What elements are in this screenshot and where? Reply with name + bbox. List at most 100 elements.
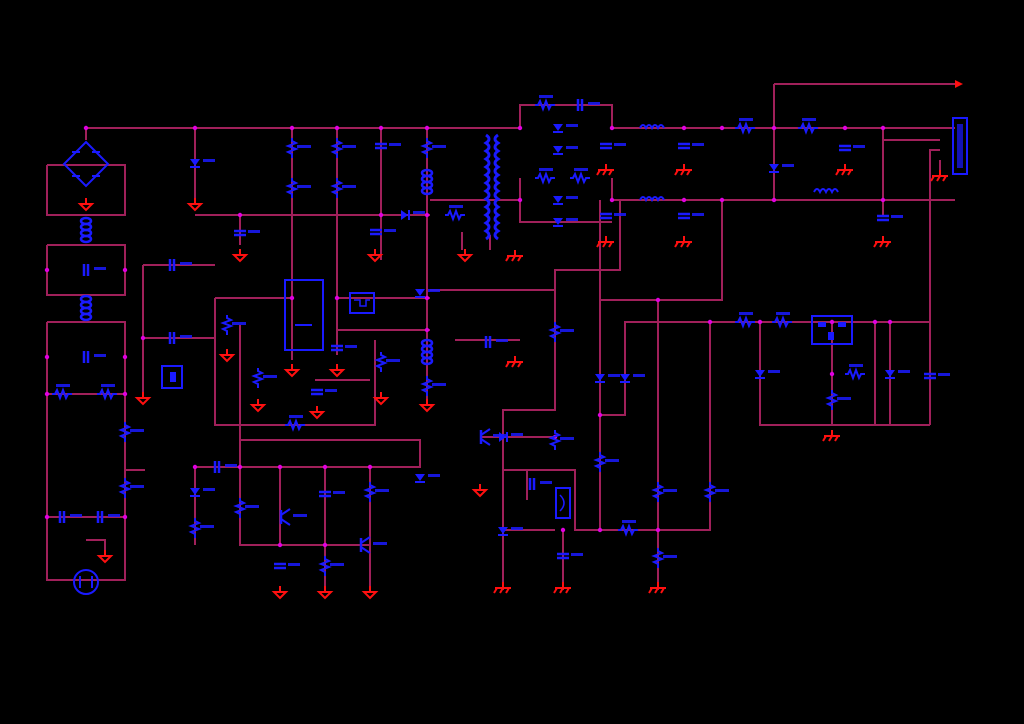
shunt-regulator-ic [555, 487, 571, 519]
resistor-icon [445, 205, 465, 222]
capacitor-icon [576, 99, 600, 111]
bridge-rectifier-icon [62, 140, 110, 188]
capacitor-icon [331, 344, 357, 352]
chassis-ground-icon [493, 582, 511, 594]
ground-icon [308, 406, 326, 420]
ground-icon [77, 198, 95, 212]
capacitor-icon [528, 478, 552, 490]
resistor-icon [52, 384, 72, 401]
resistor-icon [798, 118, 818, 135]
diode-icon [190, 488, 215, 497]
resistor-icon [845, 364, 865, 381]
ground-icon [218, 349, 236, 363]
diode-icon [415, 474, 440, 483]
resistor-icon [772, 312, 792, 329]
capacitor-icon [484, 336, 508, 348]
resistor-icon [651, 482, 677, 502]
ground-icon [316, 586, 334, 600]
diode-icon [415, 289, 440, 298]
resistor-icon [97, 384, 117, 401]
resistor-icon [188, 518, 214, 538]
inductor-icon [420, 168, 434, 196]
resistor-icon [825, 390, 851, 410]
resistor-icon [118, 478, 144, 498]
chassis-ground-icon [873, 236, 891, 248]
diode-icon [190, 159, 215, 168]
diode-icon [553, 196, 578, 205]
chassis-ground-icon [596, 164, 614, 176]
capacitor-icon [600, 212, 626, 220]
diode-icon [755, 370, 780, 379]
ground-icon [96, 550, 114, 564]
ground-icon [328, 364, 346, 378]
ground-icon [249, 399, 267, 413]
diode-icon [769, 164, 794, 173]
capacitor-icon [877, 214, 903, 222]
chassis-ground-icon [835, 164, 853, 176]
output-connector-icon [952, 80, 968, 175]
capacitor-icon [319, 490, 345, 498]
ground-icon [418, 399, 436, 413]
pwm-controller-ic [284, 279, 324, 351]
diode-icon [401, 210, 425, 220]
transformer-icon [483, 133, 501, 241]
resistor-icon [535, 168, 555, 185]
resistor-icon [233, 498, 259, 518]
ground-icon [231, 249, 249, 263]
capacitor-icon [311, 388, 337, 396]
chassis-ground-icon [822, 430, 840, 442]
diode-icon [553, 124, 578, 133]
wire-network [46, 83, 955, 590]
chassis-ground-icon [674, 164, 692, 176]
inductor-icon [420, 338, 434, 366]
resistor-icon [735, 118, 755, 135]
transistor-icon [279, 508, 307, 526]
resistor-icon [318, 556, 344, 576]
resistor-icon [548, 322, 574, 342]
capacitor-icon [839, 144, 865, 152]
capacitor-icon [557, 552, 583, 560]
capacitor-icon [375, 142, 401, 150]
regulator-ic [811, 315, 853, 345]
ground-icon [366, 249, 384, 263]
resistor-icon [703, 482, 729, 502]
feedback-ic [161, 365, 183, 389]
capacitor-icon [96, 511, 120, 523]
inductor-icon [639, 196, 665, 203]
chassis-ground-icon [596, 236, 614, 248]
resistor-icon [330, 178, 356, 198]
capacitor-icon [168, 259, 192, 271]
capacitor-icon [213, 461, 237, 473]
capacitor-icon [370, 228, 396, 236]
chassis-ground-icon [674, 236, 692, 248]
resistor-icon [118, 422, 144, 442]
ground-icon [186, 198, 204, 212]
capacitor-icon [168, 332, 192, 344]
capacitor-icon [234, 229, 260, 237]
capacitor-icon [924, 372, 950, 380]
resistor-icon [593, 452, 619, 472]
diode-icon [553, 146, 578, 155]
resistor-icon [535, 95, 555, 112]
resistor-icon [363, 482, 389, 502]
chassis-ground-icon [648, 582, 666, 594]
capacitor-icon [82, 351, 106, 363]
resistor-icon [735, 312, 755, 329]
capacitor-icon [678, 212, 704, 220]
resistor-icon [285, 138, 311, 158]
capacitor-icon [58, 511, 82, 523]
resistor-icon [374, 352, 400, 372]
ground-icon [271, 586, 289, 600]
capacitor-icon [82, 264, 106, 276]
ac-input-plug-icon [73, 569, 99, 595]
ground-icon [134, 392, 152, 406]
ground-icon [471, 484, 489, 498]
inductor-icon [639, 124, 665, 131]
resistor-icon [420, 376, 446, 396]
diode-icon [620, 374, 645, 383]
diode-icon [499, 432, 523, 442]
resistor-icon [285, 178, 311, 198]
diode-icon [553, 218, 578, 227]
inductor-icon [813, 188, 839, 195]
